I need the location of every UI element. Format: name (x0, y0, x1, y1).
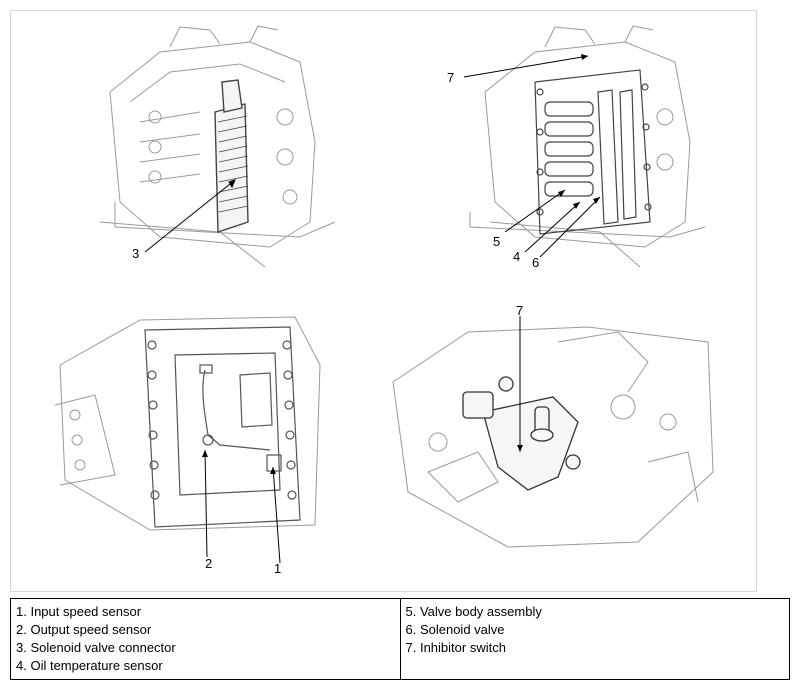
callout-1: 1 (274, 561, 282, 576)
callout-3: 3 (132, 246, 140, 261)
transmission-illustration-2 (463, 25, 706, 268)
legend-item-5: 5. Valve body assembly (405, 604, 542, 619)
legend-item-6: 6. Solenoid valve (405, 622, 505, 637)
legend-item-7: 7. Inhibitor switch (405, 640, 506, 655)
callout-7-top: 7 (447, 70, 455, 85)
panel-valve-body-view: 7 5 4 6 (440, 22, 710, 272)
legend-left-column: 1. Input speed sensor 2. Output speed se… (10, 598, 401, 680)
legend-table: 1. Input speed sensor 2. Output speed se… (10, 598, 790, 680)
transmission-illustration-1 (100, 25, 336, 268)
panel-speed-sensor-view: 2 1 (55, 305, 330, 575)
legend-item-3: 3. Solenoid valve connector (16, 640, 176, 655)
callout-2: 2 (205, 556, 213, 571)
figure-frame (10, 10, 757, 592)
legend-item-4: 4. Oil temperature sensor (16, 658, 163, 673)
legend-item-2: 2. Output speed sensor (16, 622, 152, 637)
callout-4: 4 (513, 249, 521, 264)
callout-7-bottom: 7 (516, 303, 524, 318)
transmission-illustration-3 (55, 316, 321, 564)
legend-item-1: 1. Input speed sensor (16, 604, 142, 619)
legend-right-column: 5. Valve body assembly 6. Solenoid valve… (399, 598, 790, 680)
transmission-illustration-4 (392, 316, 714, 548)
panel-transmission-connector-view: 3 (100, 22, 340, 272)
panel-inhibitor-switch-view: 7 (388, 302, 718, 552)
callout-6: 6 (532, 255, 540, 270)
callout-5: 5 (493, 234, 501, 249)
